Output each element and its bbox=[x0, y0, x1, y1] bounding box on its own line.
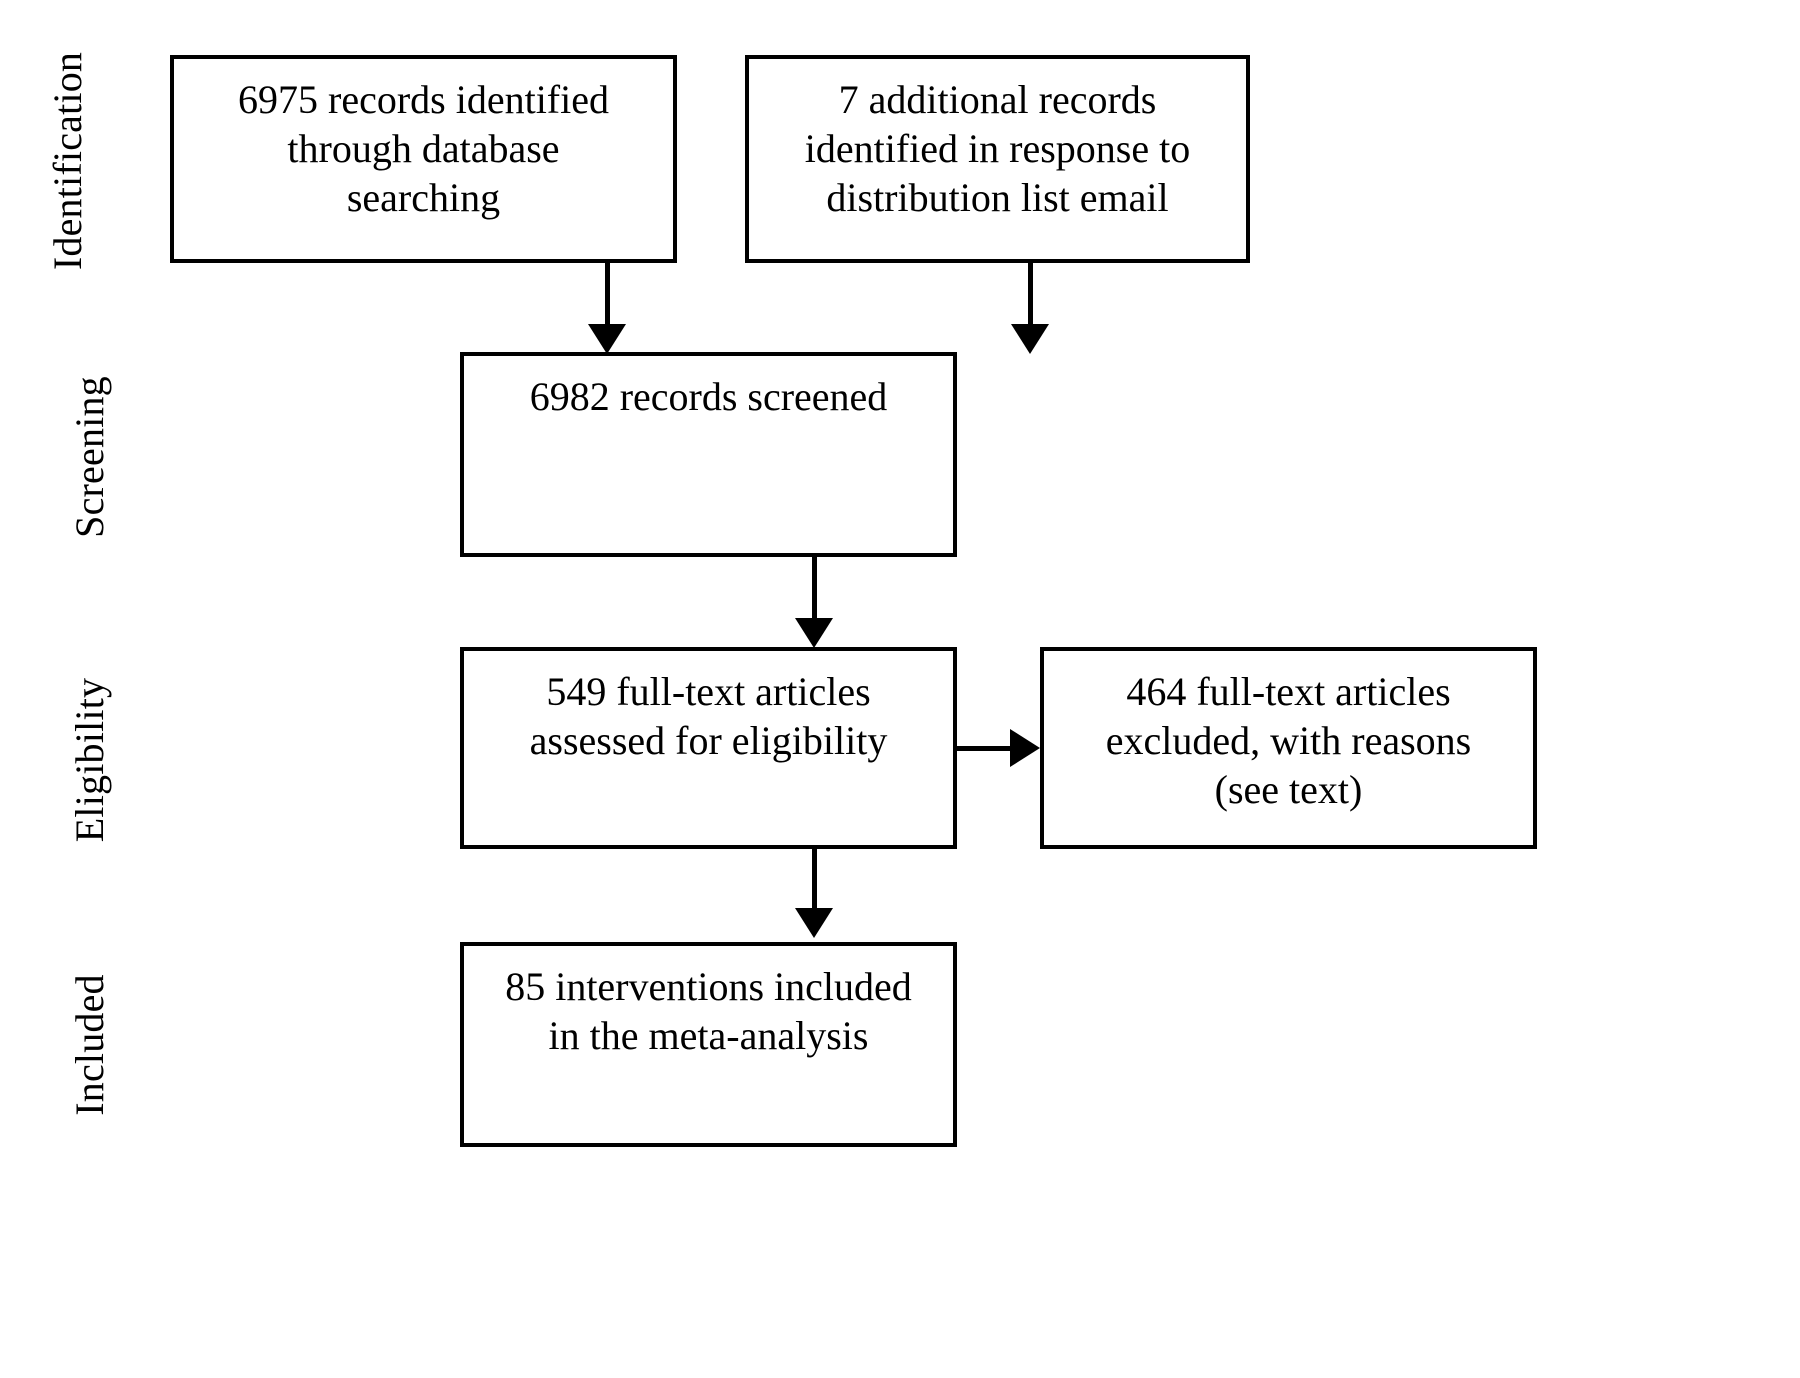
box-fulltext-assessed-text: 549 full-text articles assessed for elig… bbox=[529, 669, 888, 764]
connector-database-to-screened-arrowhead bbox=[588, 324, 626, 354]
connector-screened-to-assessed-arrowhead bbox=[795, 618, 833, 648]
stage-label-eligibility-text: Eligibility bbox=[67, 677, 112, 843]
stage-label-included-text: Included bbox=[67, 974, 112, 1116]
box-records-additional-text: 7 additional records identified in respo… bbox=[804, 77, 1191, 221]
stage-label-identification-text: Identification bbox=[45, 51, 90, 271]
connector-assessed-to-excluded-shaft bbox=[957, 746, 1013, 751]
connector-additional-to-screened-arrowhead bbox=[1011, 324, 1049, 354]
stage-label-eligibility: Eligibility bbox=[67, 660, 112, 860]
connector-additional-to-screened-shaft bbox=[1028, 262, 1033, 328]
box-fulltext-assessed: 549 full-text articles assessed for elig… bbox=[460, 647, 957, 849]
stage-label-screening: Screening bbox=[67, 357, 112, 557]
connector-assessed-to-included-arrowhead bbox=[795, 908, 833, 938]
connector-assessed-to-included-shaft bbox=[812, 848, 817, 910]
connector-database-to-screened-shaft bbox=[605, 262, 610, 328]
box-records-screened: 6982 records screened bbox=[460, 352, 957, 557]
connector-assessed-to-excluded-arrowhead bbox=[1010, 729, 1040, 767]
connector-screened-to-assessed-shaft bbox=[812, 556, 817, 622]
stage-label-identification: Identification bbox=[45, 31, 90, 291]
box-fulltext-excluded: 464 full-text articles excluded, with re… bbox=[1040, 647, 1537, 849]
box-interventions-included: 85 interventions included in the meta-an… bbox=[460, 942, 957, 1147]
box-interventions-included-text: 85 interventions included in the meta-an… bbox=[505, 964, 912, 1059]
stage-label-included: Included bbox=[67, 945, 112, 1145]
box-records-database: 6975 records identified through database… bbox=[170, 55, 677, 263]
box-records-additional: 7 additional records identified in respo… bbox=[745, 55, 1250, 263]
box-records-screened-text: 6982 records screened bbox=[529, 374, 888, 419]
box-fulltext-excluded-text: 464 full-text articles excluded, with re… bbox=[1105, 669, 1472, 813]
stage-label-screening-text: Screening bbox=[67, 376, 112, 538]
box-records-database-text: 6975 records identified through database… bbox=[238, 77, 609, 221]
